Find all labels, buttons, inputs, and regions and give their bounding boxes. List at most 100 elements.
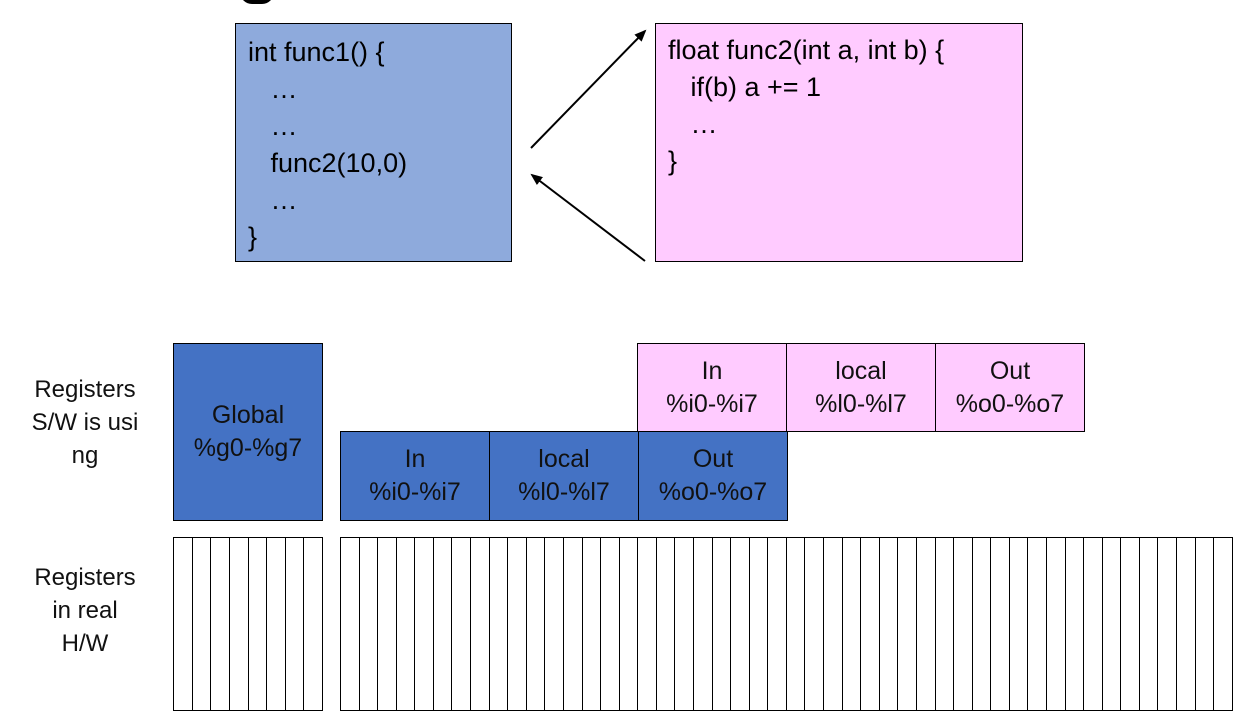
- hardware-register-cell: [1047, 538, 1066, 710]
- hardware-register-cell: [490, 538, 509, 710]
- hardware-register-cell: [230, 538, 249, 710]
- hardware-register-cell: [601, 538, 620, 710]
- hardware-register-cell: [657, 538, 676, 710]
- hardware-register-cell: [360, 538, 379, 710]
- hardware-register-cell: [304, 538, 322, 710]
- func2-code-line: }: [668, 146, 678, 176]
- func1-code-line: func2(10,0): [248, 148, 408, 178]
- block-name: In: [701, 356, 723, 385]
- func2-code-line: float func2(int a, int b) {: [668, 35, 945, 65]
- block-range: %i0-%i7: [369, 478, 461, 506]
- block-name: Global: [211, 401, 285, 429]
- hardware-register-cell: [843, 538, 862, 710]
- hardware-register-cell: [527, 538, 546, 710]
- hardware-registers-label: Registers in real H/W: [10, 561, 160, 660]
- hardware-register-cell: [434, 538, 453, 710]
- return-arrow: [530, 173, 646, 262]
- hardware-register-cell: [805, 538, 825, 710]
- hardware-register-cell: [1214, 538, 1232, 710]
- label-line: S/W is usi: [31, 409, 139, 436]
- block-range: %i0-%i7: [666, 389, 758, 418]
- func1-code-line: int func1() {: [248, 37, 385, 67]
- block-range: %o0-%o7: [658, 478, 768, 506]
- hardware-register-cell: [824, 538, 843, 710]
- label-line: H/W: [61, 630, 109, 657]
- label-line: Registers: [34, 564, 136, 591]
- func2-code-box: float func2(int a, int b) { if(b) a += 1…: [655, 23, 1023, 262]
- block-name: local: [538, 445, 590, 473]
- block-name: local: [835, 356, 887, 385]
- hardware-register-cell: [545, 538, 564, 710]
- caller-in-registers: In %i0-%i7: [340, 431, 490, 521]
- label-line: Registers: [34, 376, 136, 403]
- label-line: ng: [71, 442, 99, 469]
- title-fragment: [240, 0, 274, 4]
- block-range: %o0-%o7: [955, 389, 1065, 418]
- hardware-register-cell: [861, 538, 880, 710]
- hardware-register-cell: [452, 538, 472, 710]
- hardware-register-cell: [249, 538, 268, 710]
- hardware-register-cell: [1158, 538, 1178, 710]
- block-range: %g0-%g7: [193, 434, 303, 462]
- hardware-register-cell: [174, 538, 193, 710]
- hardware-register-cell: [1084, 538, 1103, 710]
- func2-code-line: …: [668, 109, 718, 139]
- callee-local-registers: local %l0-%l7: [786, 343, 936, 432]
- hardware-register-cell: [898, 538, 917, 710]
- hardware-register-cell: [954, 538, 973, 710]
- callee-in-registers: In %i0-%i7: [637, 343, 787, 432]
- caller-local-registers: local %l0-%l7: [489, 431, 639, 521]
- hardware-register-cell: [1103, 538, 1122, 710]
- hardware-register-cell: [471, 538, 490, 710]
- block-range: %l0-%l7: [518, 478, 610, 506]
- hardware-register-cell: [564, 538, 583, 710]
- func1-code-box: int func1() { … … func2(10,0) … }: [235, 23, 512, 262]
- global-register-block: Global %g0-%g7: [173, 343, 323, 521]
- hardware-register-cell: [638, 538, 657, 710]
- block-range: %l0-%l7: [815, 389, 907, 418]
- hardware-register-cell: [583, 538, 602, 710]
- hardware-register-cell: [1196, 538, 1215, 710]
- label-line: in real: [52, 597, 118, 624]
- hardware-register-cell: [397, 538, 416, 710]
- func1-code-line: }: [248, 222, 258, 252]
- func2-code-line: if(b) a += 1: [668, 72, 822, 102]
- hardware-register-cell: [917, 538, 936, 710]
- hardware-register-cell: [675, 538, 694, 710]
- software-registers-label: Registers S/W is usi ng: [10, 373, 160, 472]
- hardware-register-cell: [713, 538, 732, 710]
- block-name: Out: [989, 356, 1031, 385]
- hardware-register-cell: [973, 538, 992, 710]
- hardware-register-cell: [694, 538, 713, 710]
- hardware-register-cell: [1010, 538, 1029, 710]
- hardware-register-cell: [1140, 538, 1159, 710]
- func1-code-line: …: [248, 111, 298, 141]
- hardware-register-cell: [1177, 538, 1196, 710]
- hardware-register-cell: [193, 538, 212, 710]
- block-name: In: [404, 445, 426, 473]
- hardware-windowed-register-strip: [340, 537, 1233, 711]
- hardware-register-cell: [731, 538, 750, 710]
- call-arrow: [530, 29, 647, 149]
- func1-code-line: …: [248, 74, 298, 104]
- hardware-register-cell: [1066, 538, 1085, 710]
- hardware-register-cell: [1121, 538, 1140, 710]
- hardware-register-cell: [991, 538, 1010, 710]
- hardware-register-cell: [880, 538, 899, 710]
- hardware-register-cell: [1028, 538, 1047, 710]
- func1-code-line: …: [248, 185, 298, 215]
- block-name: Out: [692, 445, 734, 473]
- hardware-global-register-strip: [173, 537, 323, 711]
- hardware-register-cell: [768, 538, 787, 710]
- caller-out-registers: Out %o0-%o7: [638, 431, 788, 521]
- hardware-register-cell: [936, 538, 955, 710]
- hardware-register-cell: [341, 538, 360, 710]
- hardware-register-cell: [787, 538, 806, 710]
- callee-out-registers: Out %o0-%o7: [935, 343, 1085, 432]
- hardware-register-cell: [415, 538, 434, 710]
- hardware-register-cell: [508, 538, 527, 710]
- hardware-register-cell: [267, 538, 286, 710]
- hardware-register-cell: [378, 538, 397, 710]
- hardware-register-cell: [286, 538, 305, 710]
- hardware-register-cell: [620, 538, 639, 710]
